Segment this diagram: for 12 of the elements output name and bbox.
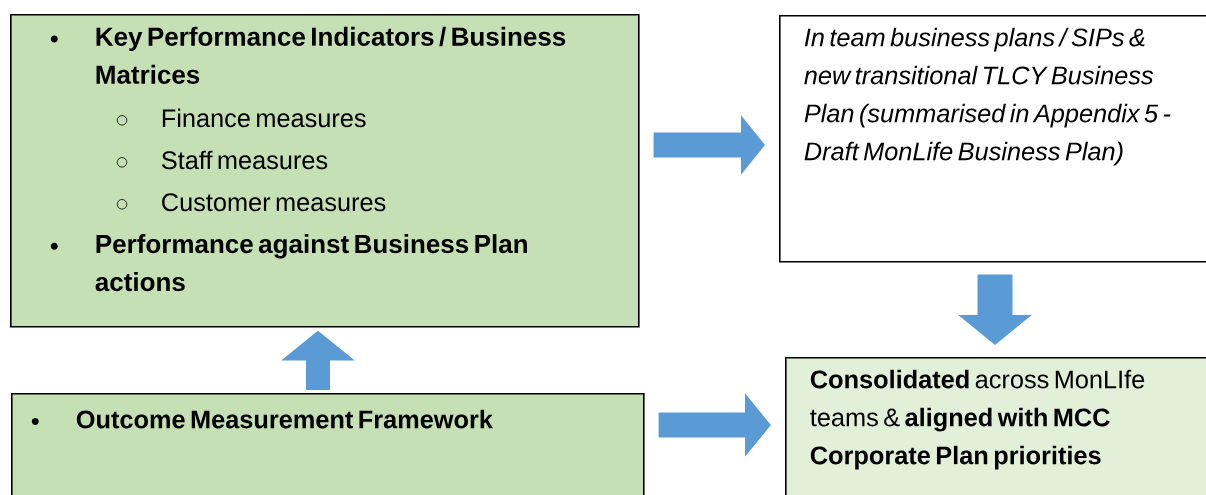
list-item: Outcome Measurement Framework xyxy=(76,409,493,429)
list-item: Key Performance Indicators / Business Matrices xyxy=(96,26,566,84)
list-item: Customer measures xyxy=(162,193,386,212)
paragraph: Consolidated across MonLIfe teams & aligned with MCC Corporate Plan priorities xyxy=(810,369,1145,470)
list-item: Performance against Business Plan actions xyxy=(95,234,527,292)
list-box xyxy=(10,14,640,328)
list-item: Finance measures xyxy=(162,108,366,128)
list-box xyxy=(11,393,645,495)
list-item: Staff measures xyxy=(161,150,328,170)
paragraph: In team business plans / SIPs & new transitional TLCY Business Plan (summarised in Appendix 5 - Draft MonLife Business Plan) xyxy=(804,27,1171,166)
text-box xyxy=(779,15,1206,263)
text-box xyxy=(785,357,1206,495)
